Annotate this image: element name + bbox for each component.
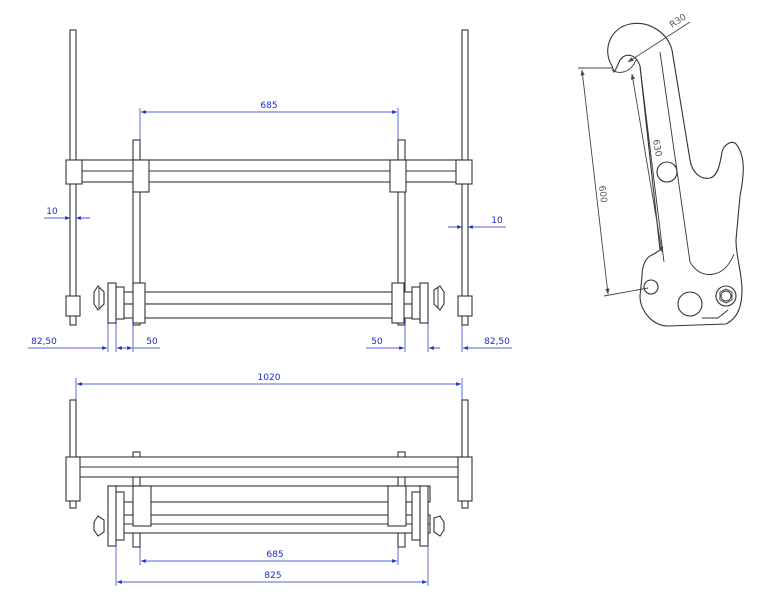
dim-right-offset: 10 — [491, 216, 503, 226]
lower-shaft — [109, 291, 429, 305]
left-collar-b — [115, 491, 125, 541]
left-outer-lower-boss — [65, 295, 81, 317]
dim-left-outer: 82,50 — [31, 337, 57, 347]
left-inner-plate — [132, 139, 141, 326]
right-outer-upper-boss — [455, 159, 473, 185]
large-pin-hole — [677, 291, 703, 317]
bottom-view: 1020 685 — [65, 373, 473, 586]
left-collar-a — [107, 485, 117, 547]
middle-shaft — [107, 485, 431, 503]
dim-length-630: 630 — [650, 139, 663, 158]
dim-overall-width: 1020 — [258, 373, 281, 383]
dim-radius: R30 — [668, 12, 689, 30]
front-view: 685 10 10 82,50 50 50 82,50 — [28, 29, 512, 352]
side-view: R30 630 600 — [578, 12, 744, 327]
left-grease-nipple — [93, 515, 105, 537]
right-collar-1 — [391, 282, 405, 324]
right-collar-3 — [419, 282, 429, 324]
pin-nut-inner — [720, 290, 732, 302]
dim-length-600: 600 — [596, 185, 608, 204]
right-inner-boss — [387, 485, 407, 527]
upper-pin-hole — [656, 161, 678, 183]
right-outer-lower-boss — [457, 295, 473, 317]
right-collar-b — [411, 491, 421, 541]
dim-right-inner: 50 — [371, 337, 383, 347]
right-outer-plate — [461, 399, 469, 509]
left-outer-boss — [65, 456, 81, 502]
right-collar-2 — [411, 286, 421, 320]
right-outer-boss — [457, 456, 473, 502]
left-collar-3 — [132, 282, 146, 324]
right-grease-nipple — [433, 515, 445, 537]
dim-left-inner: 50 — [146, 337, 158, 347]
left-collar-2 — [115, 286, 125, 320]
dim-top-span: 685 — [260, 101, 277, 111]
left-collar-1 — [107, 282, 117, 324]
right-collar-a — [419, 485, 429, 547]
lower-pin-hole — [643, 279, 659, 295]
right-inner-upper-boss — [389, 159, 407, 193]
lower-shaft-2 — [109, 303, 429, 319]
dim-left-offset: 10 — [46, 207, 58, 217]
left-grease-nipple — [93, 285, 105, 311]
dim-inner-span: 685 — [266, 550, 283, 560]
dim-right-outer: 82,50 — [484, 337, 510, 347]
pin-nut-hex — [719, 288, 733, 304]
left-inner-boss — [132, 485, 152, 527]
right-inner-plate — [397, 139, 406, 326]
right-grease-nipple — [433, 285, 445, 311]
left-inner-upper-boss — [132, 159, 150, 193]
left-outer-upper-boss — [65, 159, 83, 185]
left-outer-plate — [69, 399, 77, 509]
dim-middle-span: 825 — [264, 571, 281, 581]
